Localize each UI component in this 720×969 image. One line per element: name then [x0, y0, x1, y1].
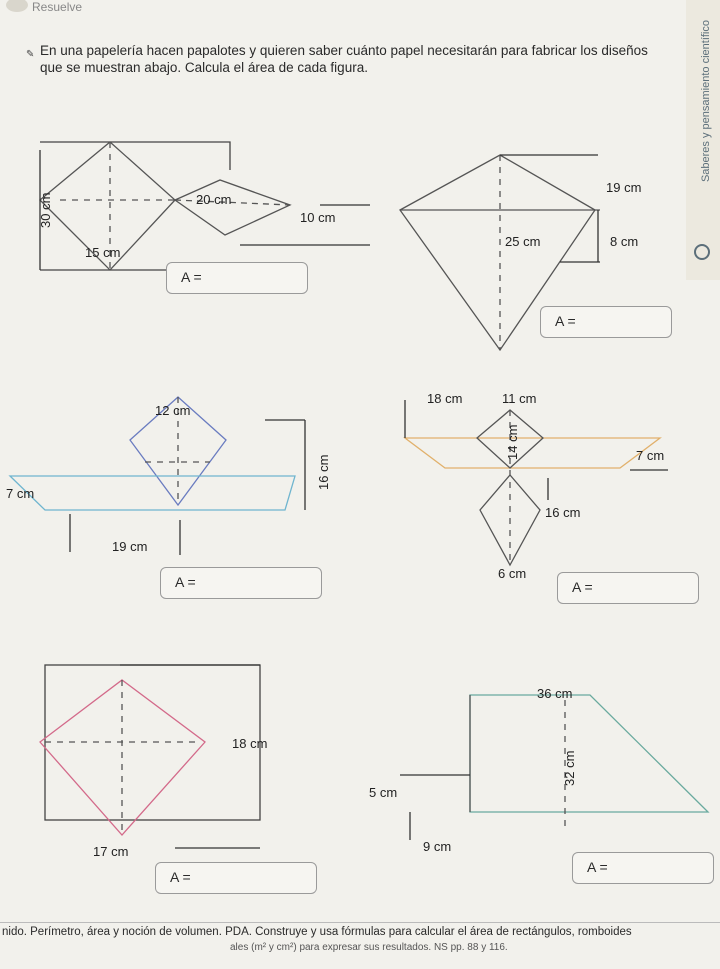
- footer-line-2: ales (m² y cm²) para expresar sus result…: [230, 942, 508, 953]
- answer-box-3[interactable]: A =: [160, 567, 322, 599]
- header-icon: [6, 0, 28, 12]
- fig4-label-7: 7 cm: [636, 448, 664, 463]
- fig2-label-19: 19 cm: [606, 180, 641, 195]
- figure-1: [39, 141, 370, 271]
- fig4-label-16: 16 cm: [545, 505, 580, 520]
- fig4-label-18: 18 cm: [427, 391, 462, 406]
- fig1-label-20: 20 cm: [196, 192, 231, 207]
- fig4-label-14: 14 cm: [505, 425, 520, 460]
- pencil-icon: ✎: [26, 49, 35, 60]
- fig6-label-5: 5 cm: [369, 785, 397, 800]
- answer-box-5[interactable]: A =: [155, 862, 317, 894]
- gear-icon: [694, 244, 710, 260]
- answer-label: A =: [170, 869, 191, 885]
- section-header: Resuelve: [32, 0, 83, 14]
- answer-label: A =: [587, 859, 608, 875]
- footer-divider: [0, 922, 720, 923]
- fig3-label-19: 19 cm: [112, 539, 147, 554]
- figure-4: [403, 400, 668, 567]
- instructions-text: En una papelería hacen papalotes y quier…: [40, 43, 648, 75]
- figures-canvas: 30 cm 20 cm 10 cm 15 cm 19 cm 25 cm 8 cm…: [6, 141, 710, 859]
- fig6-label-9: 9 cm: [423, 839, 451, 854]
- fig2-label-8: 8 cm: [610, 234, 638, 249]
- fig2-label-25: 25 cm: [505, 234, 540, 249]
- fig3-label-7: 7 cm: [6, 486, 34, 501]
- answer-box-6[interactable]: A =: [572, 852, 714, 884]
- fig5-label-18: 18 cm: [232, 736, 267, 751]
- answer-label: A =: [175, 574, 196, 590]
- figure-2: [399, 154, 600, 352]
- fig3-label-12: 12 cm: [155, 403, 190, 418]
- fig1-label-30: 30 cm: [38, 193, 53, 228]
- answer-box-2[interactable]: A =: [540, 306, 672, 338]
- fig5-label-17: 17 cm: [93, 844, 128, 859]
- footer-line-1: nido. Perímetro, área y noción de volume…: [2, 926, 632, 938]
- answer-label: A =: [555, 313, 576, 329]
- fig4-label-6: 6 cm: [498, 566, 526, 581]
- fig1-label-10: 10 cm: [300, 210, 335, 225]
- figure-5: [39, 664, 261, 849]
- figure-3: [8, 396, 306, 555]
- sidebar-tab: Saberes y pensamiento científico: [686, 0, 720, 280]
- answer-box-1[interactable]: A =: [166, 262, 308, 294]
- fig3-label-16: 16 cm: [316, 455, 331, 490]
- fig4-label-11: 11 cm: [502, 391, 536, 406]
- answer-label: A =: [181, 269, 202, 285]
- fig6-label-36: 36 cm: [537, 686, 572, 701]
- fig6-label-32: 32 cm: [562, 751, 577, 786]
- answer-box-4[interactable]: A =: [557, 572, 699, 604]
- instructions: ✎ En una papelería hacen papalotes y qui…: [26, 42, 670, 76]
- fig1-label-15: 15 cm: [85, 245, 120, 260]
- figure-6: [400, 694, 710, 840]
- answer-label: A =: [572, 579, 593, 595]
